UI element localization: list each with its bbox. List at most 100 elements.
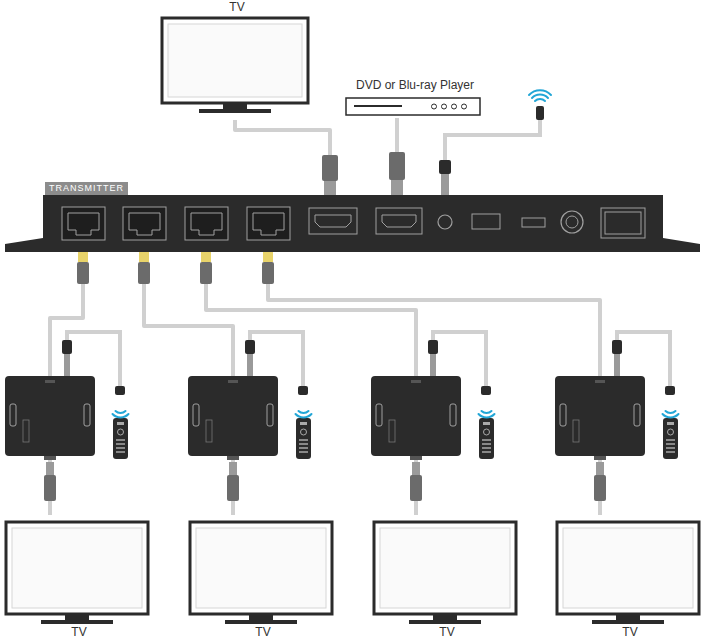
transmitter-box-outline-part — [191, 213, 222, 235]
tv-screen-outline-part — [65, 614, 89, 620]
receiver-units-part — [612, 340, 622, 354]
receiver-units-part — [299, 439, 308, 441]
dvd-player-outline-part — [452, 104, 457, 109]
receiver-units-part — [300, 422, 307, 425]
tv-label: TV — [4, 626, 154, 639]
receiver-units-part — [666, 447, 675, 449]
receiver-units — [5, 332, 679, 501]
dvd-player-outline-part — [432, 104, 437, 109]
dvd-player: DVD or Blu-ray Player — [340, 78, 490, 118]
receiver-units-part — [573, 420, 579, 442]
receiver-units-part — [5, 376, 95, 456]
receiver-units-part — [10, 404, 16, 426]
transmitter-box-outline-part — [253, 213, 284, 235]
receiver-units-part — [267, 404, 273, 426]
tv-screen-outline-part — [12, 528, 142, 608]
receiver-units-part — [560, 404, 566, 426]
receiver-units-part — [596, 462, 604, 475]
receiver-units-part — [482, 439, 491, 441]
hdmi-plug — [389, 152, 405, 195]
tv-screen-outline-part — [223, 103, 247, 109]
receiver-units-part — [594, 475, 606, 501]
transmitter-box-outline-part — [561, 211, 583, 233]
ir-emitter-cable — [439, 106, 544, 195]
receiver-units-part — [371, 376, 461, 456]
transmitter-box-outline-part — [601, 208, 645, 238]
receiver-units-part — [410, 456, 422, 460]
rj45-plug-part — [201, 252, 211, 262]
transmitter-box-outline-part — [472, 214, 500, 229]
tv-screen-outline-part — [374, 522, 516, 614]
receiver-units-part — [229, 462, 237, 475]
receiver-units-part — [116, 439, 125, 441]
device-label: DVD or Blu-ray Player — [340, 78, 490, 92]
receiver-units-part — [117, 422, 124, 425]
rj45-plug-part — [138, 262, 150, 284]
transmitter-box: TRANSMITTER — [43, 182, 663, 252]
receiver-units-part — [84, 404, 90, 426]
tv-label: TV — [372, 626, 522, 639]
receiver-units-part — [663, 411, 679, 417]
transmitter-box-outline-part — [68, 213, 99, 235]
tv-label: TV — [555, 626, 705, 639]
transmitter-box-outline-part — [309, 208, 357, 234]
tv-label: TV — [188, 626, 338, 639]
transmitter-box-outline-part — [605, 212, 641, 234]
rj45-plug-part — [263, 252, 273, 262]
transmitter-box-outline-part — [382, 215, 416, 227]
receiver-units-part — [46, 462, 54, 475]
receiver-units-part — [301, 429, 307, 435]
receiver-units-part — [299, 443, 308, 445]
receiver-units-part — [116, 447, 125, 449]
hdmi-plug-part — [324, 181, 336, 195]
receiver-units-part — [484, 429, 490, 435]
tv-screen-outline-part — [225, 620, 297, 624]
receiver-units-part-part — [299, 411, 309, 413]
receiver-units-part — [666, 443, 675, 445]
receiver-units-part — [227, 475, 239, 501]
receiver-units-part — [482, 451, 491, 453]
receiver-units-part — [663, 418, 678, 459]
tv-screen-outline-part — [592, 620, 664, 624]
receiver-units-part-part — [482, 411, 492, 413]
transmitter-box-outline-part — [62, 207, 105, 240]
receiver-units-part-part — [479, 414, 495, 417]
receiver-units-part — [115, 386, 125, 395]
receiver-units-part — [667, 422, 674, 425]
receiver-units-part — [299, 451, 308, 453]
receiver-units-part — [665, 386, 675, 395]
receiver-units-part — [44, 475, 56, 501]
rj45-plug-part — [139, 252, 149, 262]
receiver-units-part — [376, 404, 382, 426]
receiver-units-part — [227, 456, 239, 460]
transmitter-box-outline-part — [566, 216, 578, 228]
receiver-units-part — [430, 354, 436, 378]
receiver-units-part — [479, 418, 494, 459]
transmitter-box-outline-part — [247, 207, 290, 240]
receiver-units-part — [482, 447, 491, 449]
receiver-units-part — [666, 451, 675, 453]
rj45-plug-part — [78, 252, 88, 262]
transmitter-box-outline-part — [522, 218, 545, 227]
transmitter-box-outline-part — [376, 208, 422, 234]
receiver-units-part — [247, 354, 253, 378]
tv-screen-outline-part — [563, 528, 693, 608]
receiver-units-part — [668, 429, 674, 435]
receiver-units-part — [614, 354, 620, 378]
tv-screen: TV — [4, 515, 154, 640]
receiver-units-part — [23, 420, 29, 442]
tv-screen-outline — [188, 515, 338, 640]
tv-screen: TV — [188, 515, 338, 640]
ir-emitter-cable-part — [536, 106, 544, 120]
receiver-units-part — [666, 439, 675, 441]
tv-screen-outline — [160, 0, 314, 120]
receiver-units-part — [118, 429, 124, 435]
tv-screen-outline-part — [199, 109, 271, 113]
receiver-units-part — [428, 340, 438, 354]
receiver-units-part — [555, 376, 645, 456]
tv-screen-outline-part — [168, 24, 302, 97]
dvd-player-outline-part — [462, 104, 467, 109]
tv-screen-outline-part — [162, 18, 308, 103]
receiver-units-part — [113, 418, 128, 459]
